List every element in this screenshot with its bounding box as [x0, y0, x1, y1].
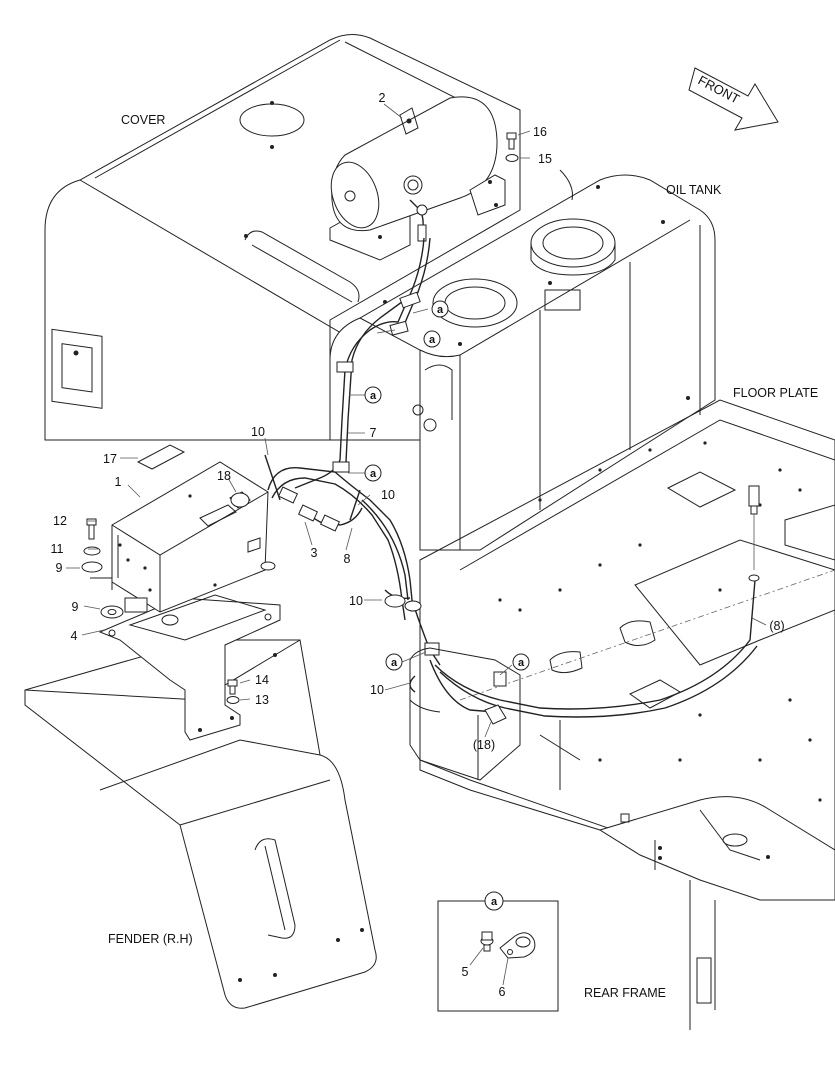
battery-box	[409, 647, 521, 781]
svg-text:a: a	[429, 334, 436, 346]
part-number-9-b: 9	[72, 600, 79, 614]
part-number-18-ref: (18)	[473, 738, 495, 752]
part-number-2: 2	[379, 91, 386, 105]
part-number-11: 11	[51, 542, 64, 556]
part-number-18: 18	[217, 469, 231, 483]
callout-a-1: a	[431, 300, 449, 318]
callout-a-4: a	[364, 464, 382, 482]
svg-text:a: a	[437, 304, 444, 316]
part-number-10-b: 10	[381, 488, 395, 502]
part-number-17: 17	[103, 452, 117, 466]
clamp-6	[499, 932, 536, 959]
callout-a-3: a	[364, 386, 382, 404]
washer-15	[505, 154, 519, 162]
part-number-12: 12	[53, 514, 67, 528]
washer-13	[226, 696, 240, 704]
part-number-16: 16	[533, 125, 547, 139]
label-oil-tank: OIL TANK	[666, 183, 722, 197]
part-number-5: 5	[462, 965, 469, 979]
part-number-7: 7	[370, 426, 377, 440]
svg-text:a: a	[391, 657, 398, 669]
bolt-12	[86, 518, 97, 540]
label-fender: FENDER (R.H)	[108, 932, 193, 946]
label-cover: COVER	[121, 113, 165, 127]
wire-harness	[264, 454, 758, 725]
label-floor-plate: FLOOR PLATE	[733, 386, 818, 400]
part-number-6: 6	[499, 985, 506, 999]
rear-frame	[598, 796, 835, 1030]
callout-a-6: a	[512, 653, 530, 671]
connector-18	[229, 491, 251, 509]
part-number-9-a: 9	[56, 561, 63, 575]
part-number-13: 13	[255, 693, 269, 707]
label-rear-frame: REAR FRAME	[584, 986, 666, 1000]
pump-motor	[329, 96, 506, 261]
pressure-switch	[748, 485, 760, 582]
cushion-9-lower	[100, 605, 124, 619]
leader-lines	[66, 103, 767, 738]
callout-a-5: a	[385, 653, 403, 671]
cushion-9-upper	[81, 561, 103, 573]
svg-text:a: a	[370, 468, 377, 480]
part-number-14: 14	[255, 673, 269, 687]
part-number-15: 15	[538, 152, 552, 166]
mounting-bracket	[98, 594, 281, 741]
oil-tank	[329, 169, 716, 551]
washer-11	[83, 546, 101, 556]
part-number-10-d: 10	[370, 683, 384, 697]
bolt-5	[480, 931, 494, 952]
detail-view-a: a 5 6	[437, 891, 559, 1012]
bolt-14	[227, 679, 238, 695]
fender	[24, 639, 377, 1009]
part-number-10-a: 10	[251, 425, 265, 439]
part-number-4: 4	[71, 629, 78, 643]
part-number-8: 8	[344, 552, 351, 566]
svg-text:a: a	[370, 390, 377, 402]
label-plate-17	[136, 444, 186, 470]
part-number-8-ref: (8)	[769, 619, 784, 633]
svg-text:a: a	[518, 657, 525, 669]
callout-a-2: a	[423, 330, 441, 348]
part-number-3: 3	[311, 546, 318, 560]
controller-box	[90, 461, 276, 626]
part-number-10-c: 10	[349, 594, 363, 608]
bolt-16	[506, 132, 517, 150]
part-number-1: 1	[115, 475, 122, 489]
detail-marker: a	[491, 896, 498, 908]
front-arrow: FRONT	[688, 67, 779, 131]
